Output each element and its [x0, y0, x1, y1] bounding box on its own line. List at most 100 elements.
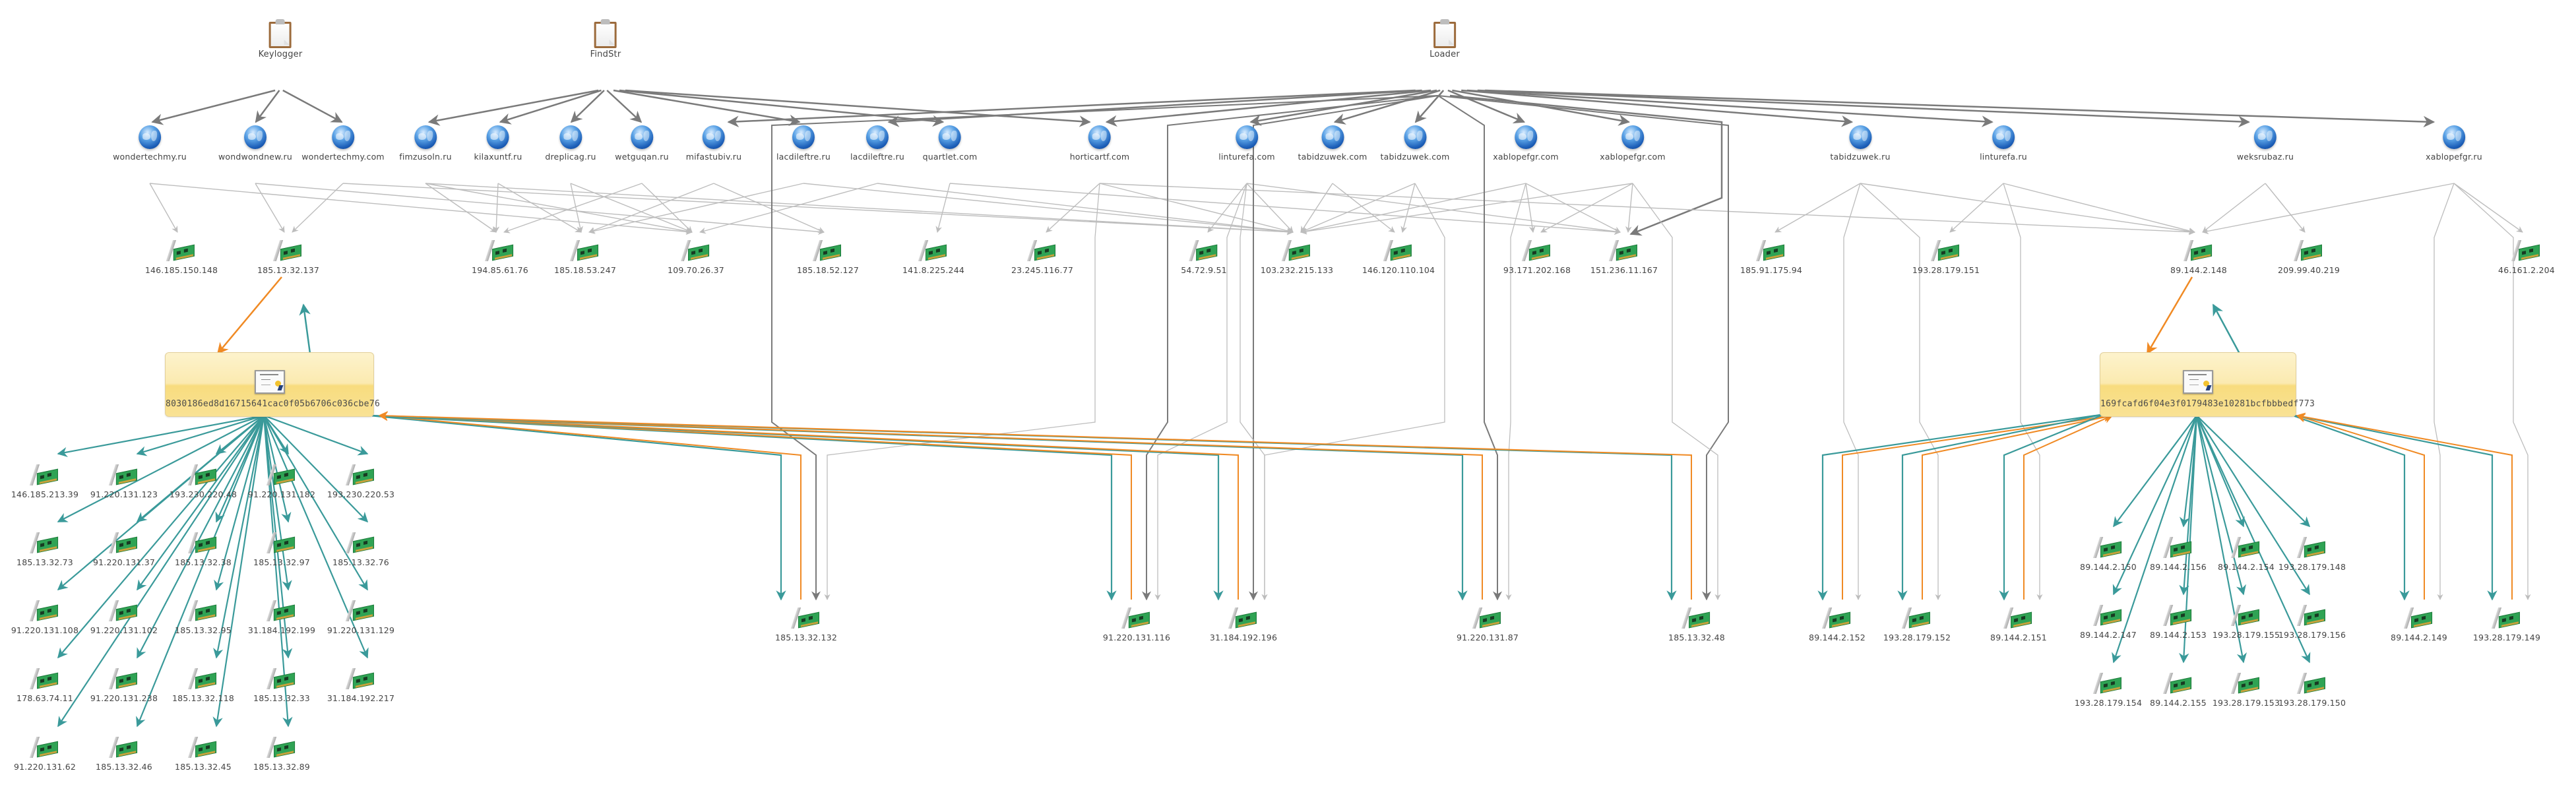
ip-node[interactable]: 91.220.131.123	[90, 464, 158, 499]
ip-node[interactable]: 185.13.32.48	[1668, 607, 1725, 642]
malware-node[interactable]: FindStr	[590, 18, 621, 59]
ip-node[interactable]: 178.63.74.11	[16, 668, 73, 703]
domain-node[interactable]: tabidzuwek.ru	[1830, 125, 1890, 162]
domain-ip-edge	[1775, 183, 1861, 233]
ip-node[interactable]: 193.28.179.154	[2075, 673, 2142, 708]
ip-node[interactable]: 91.220.131.108	[11, 600, 79, 635]
ip-node[interactable]: 185.18.52.127	[797, 240, 859, 275]
ip-node[interactable]: 193.28.179.150	[2278, 673, 2346, 708]
ip-node[interactable]: 54.72.9.51	[1181, 240, 1227, 275]
ip-node-label: 109.70.26.37	[668, 265, 724, 275]
ip-node[interactable]: 93.171.202.168	[1503, 240, 1571, 275]
ip-node[interactable]: 91.220.131.116	[1103, 607, 1170, 642]
ip-node[interactable]: 89.144.2.155	[2150, 673, 2207, 708]
malware-node[interactable]: Loader	[1429, 18, 1460, 59]
ip-node[interactable]: 185.13.32.46	[96, 737, 152, 772]
ip-node[interactable]: 89.144.2.153	[2150, 605, 2207, 640]
domain-node[interactable]: wetguqan.ru	[615, 125, 669, 162]
ip-node[interactable]: 185.13.32.97	[253, 532, 310, 567]
ip-node[interactable]: 193.28.179.153	[2213, 673, 2280, 708]
domain-node[interactable]: dreplicag.ru	[545, 125, 596, 162]
ip-node[interactable]: 91.220.131.238	[90, 668, 158, 703]
ip-node[interactable]: 103.232.215.133	[1261, 240, 1333, 275]
ip-node[interactable]: 89.144.2.151	[1990, 607, 2047, 642]
certificate-node[interactable]: 169fcafd6f04e3f0179483e10281bcfbbbedf773	[2100, 352, 2315, 417]
domain-ip-edge	[1632, 183, 1721, 600]
domain-node[interactable]: lacdileftre.ru	[850, 125, 904, 162]
ip-node[interactable]: 185.13.32.132	[775, 607, 837, 642]
ip-node[interactable]: 185.91.175.94	[1740, 240, 1802, 275]
domain-node[interactable]: horticartf.com	[1070, 125, 1130, 162]
ip-node[interactable]: 91.220.131.182	[248, 464, 315, 499]
ip-node[interactable]: 91.220.131.37	[93, 532, 155, 567]
domain-node[interactable]: kilaxuntf.ru	[474, 125, 522, 162]
ip-node[interactable]: 89.144.2.150	[2080, 537, 2137, 572]
domain-ip-edge	[425, 183, 1294, 235]
domain-node-label: wondertechmy.ru	[113, 152, 187, 162]
domain-node[interactable]: quartlet.com	[923, 125, 978, 162]
ip-node[interactable]: 209.99.40.219	[2278, 240, 2340, 275]
ip-node[interactable]: 109.70.26.37	[668, 240, 724, 275]
ip-node[interactable]: 146.120.110.104	[1362, 240, 1435, 275]
ip-node[interactable]: 146.185.150.148	[145, 240, 218, 275]
ip-node[interactable]: 194.85.61.76	[472, 240, 528, 275]
ip-node[interactable]: 193.230.220.48	[170, 464, 237, 499]
domain-node[interactable]: wondwondnew.ru	[218, 125, 292, 162]
ip-node[interactable]: 89.144.2.149	[2391, 607, 2447, 642]
ip-node-label: 91.220.131.123	[90, 489, 158, 499]
domain-node[interactable]: xablopefgr.com	[1493, 125, 1559, 162]
ip-node[interactable]: 31.184.192.217	[327, 668, 394, 703]
ip-node[interactable]: 185.13.32.38	[175, 532, 232, 567]
ip-node[interactable]: 91.220.131.87	[1457, 607, 1519, 642]
domain-node[interactable]: tabidzuwek.com	[1298, 125, 1367, 162]
ip-node[interactable]: 89.144.2.147	[2080, 605, 2137, 640]
ip-node[interactable]: 185.13.32.76	[332, 532, 389, 567]
ip-node[interactable]: 31.184.192.196	[1210, 607, 1277, 642]
ip-node[interactable]: 193.28.179.155	[2213, 605, 2280, 640]
ip-node[interactable]: 193.28.179.148	[2278, 537, 2346, 572]
ip-node[interactable]: 193.28.179.151	[1912, 240, 1980, 275]
ip-node[interactable]: 141.8.225.244	[902, 240, 964, 275]
ip-node[interactable]: 193.28.179.149	[2473, 607, 2540, 642]
ip-node[interactable]: 91.220.131.102	[90, 600, 158, 635]
domain-node[interactable]: xablopefgr.ru	[2426, 125, 2482, 162]
network-card-icon	[29, 600, 59, 623]
ip-node[interactable]: 185.18.53.247	[554, 240, 616, 275]
ip-node[interactable]: 89.144.2.148	[2170, 240, 2227, 275]
ip-node[interactable]: 89.144.2.152	[1809, 607, 1866, 642]
ip-node[interactable]: 23.245.116.77	[1011, 240, 1073, 275]
ip-node[interactable]: 89.144.2.156	[2150, 537, 2207, 572]
ip-node[interactable]: 151.236.11.167	[1590, 240, 1658, 275]
domain-node[interactable]: wondertechmy.ru	[113, 125, 187, 162]
ip-node[interactable]: 185.13.32.45	[175, 737, 232, 772]
domain-node[interactable]: fimzusoln.ru	[399, 125, 452, 162]
ip-node[interactable]: 185.13.32.73	[16, 532, 73, 567]
domain-node[interactable]: lacdileftre.ru	[776, 125, 831, 162]
domain-node[interactable]: xablopefgr.com	[1600, 125, 1666, 162]
ip-node[interactable]: 89.144.2.154	[2218, 537, 2275, 572]
domain-node[interactable]: mifastubiv.ru	[686, 125, 742, 162]
ip-node[interactable]: 185.13.32.33	[253, 668, 310, 703]
ip-node[interactable]: 146.185.213.39	[11, 464, 79, 499]
ip-node[interactable]: 91.220.131.129	[327, 600, 394, 635]
ip-node[interactable]: 193.230.220.53	[327, 464, 394, 499]
domain-node[interactable]: linturefa.com	[1218, 125, 1275, 162]
ip-node[interactable]: 31.184.192.199	[248, 600, 315, 635]
malware-node[interactable]: Keylogger	[259, 18, 303, 59]
domain-ip-edge	[149, 183, 178, 233]
domain-node[interactable]: tabidzuwek.com	[1380, 125, 1449, 162]
ip-node[interactable]: 185.13.32.137	[257, 240, 319, 275]
ip-node[interactable]: 46.161.2.204	[2498, 240, 2555, 275]
domain-ip-edge	[1261, 183, 1445, 600]
ip-node[interactable]: 193.28.179.156	[2278, 605, 2346, 640]
ip-node[interactable]: 185.13.32.89	[253, 737, 310, 772]
ip-node[interactable]: 91.220.131.62	[14, 737, 76, 772]
domain-ip-edge	[1843, 183, 1862, 600]
ip-node[interactable]: 185.13.32.95	[175, 600, 232, 635]
certificate-node[interactable]: 8030186ed8d16715641cac0f05b6706c036cbe76	[165, 352, 380, 417]
domain-node[interactable]: wondertechmy.com	[301, 125, 385, 162]
domain-node[interactable]: linturefa.ru	[1980, 125, 2027, 162]
ip-node[interactable]: 193.28.179.152	[1883, 607, 1951, 642]
ip-node[interactable]: 185.13.32.118	[172, 668, 234, 703]
domain-node[interactable]: weksrubaz.ru	[2237, 125, 2294, 162]
